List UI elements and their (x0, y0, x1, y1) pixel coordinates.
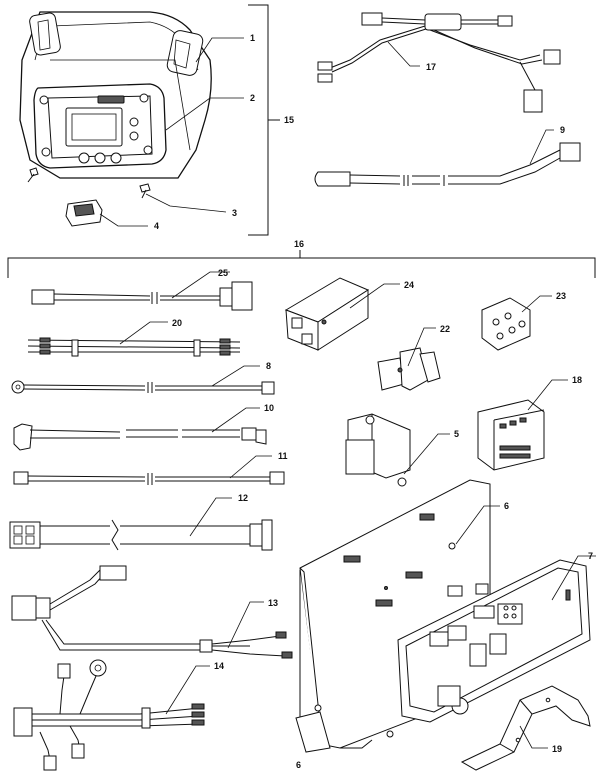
callout-19: 19 (552, 744, 562, 754)
cable-item-20 (27, 337, 241, 357)
callout-22: 22 (440, 324, 450, 334)
callout-16: 16 (294, 239, 304, 249)
leader-lines (99, 37, 596, 749)
harness-item-13 (11, 565, 293, 659)
screw-item-3 (27, 167, 151, 199)
callout-1: 1 (250, 33, 255, 43)
callout-17: 17 (426, 62, 436, 72)
callout-23: 23 (556, 291, 566, 301)
cable-item-25 (31, 281, 253, 311)
display-controller-item-2 (33, 83, 167, 169)
cable-item-8 (11, 380, 275, 395)
callout-7: 7 (588, 551, 593, 561)
callout-4: 4 (154, 221, 159, 231)
brand-logo-badge (97, 95, 125, 104)
callout-9: 9 (560, 125, 565, 135)
relay-item-24 (284, 277, 370, 351)
cable-item-12 (9, 519, 273, 551)
callout-15: 15 (284, 115, 294, 125)
callout-5: 5 (454, 429, 459, 439)
callout-11: 11 (278, 451, 288, 461)
sensor-item-9 (314, 142, 581, 187)
module-item-18 (477, 399, 545, 471)
cable-item-11 (13, 471, 285, 485)
callout-10: 10 (264, 403, 274, 413)
callout-labels: 1 2 3 4 15 17 9 16 25 24 23 20 22 8 18 1… (154, 33, 593, 770)
harness-item-14 (13, 659, 205, 771)
display-housing-item-1 (19, 11, 212, 179)
kit-bracket-16 (7, 257, 596, 278)
callout-25: 25 (218, 268, 228, 278)
terminal-block-item-23 (481, 297, 531, 351)
callout-12: 12 (238, 493, 248, 503)
callout-2: 2 (250, 93, 255, 103)
callout-8: 8 (266, 361, 271, 371)
callout-3: 3 (232, 208, 237, 218)
callout-14: 14 (214, 661, 224, 671)
rocker-switch-item-4 (65, 199, 103, 227)
callout-20: 20 (172, 318, 182, 328)
cable-gland-item-22 (377, 347, 441, 391)
transformer-item-5 (345, 413, 411, 487)
callout-6-bottom: 6 (296, 760, 301, 770)
bracket-item-19 (460, 685, 591, 771)
harness-item-17 (317, 12, 561, 113)
callout-18: 18 (572, 375, 582, 385)
callout-6: 6 (504, 501, 509, 511)
control-board-item-7 (397, 559, 591, 723)
cable-item-10 (13, 423, 267, 451)
callout-13: 13 (268, 598, 278, 608)
callout-24: 24 (404, 280, 414, 290)
